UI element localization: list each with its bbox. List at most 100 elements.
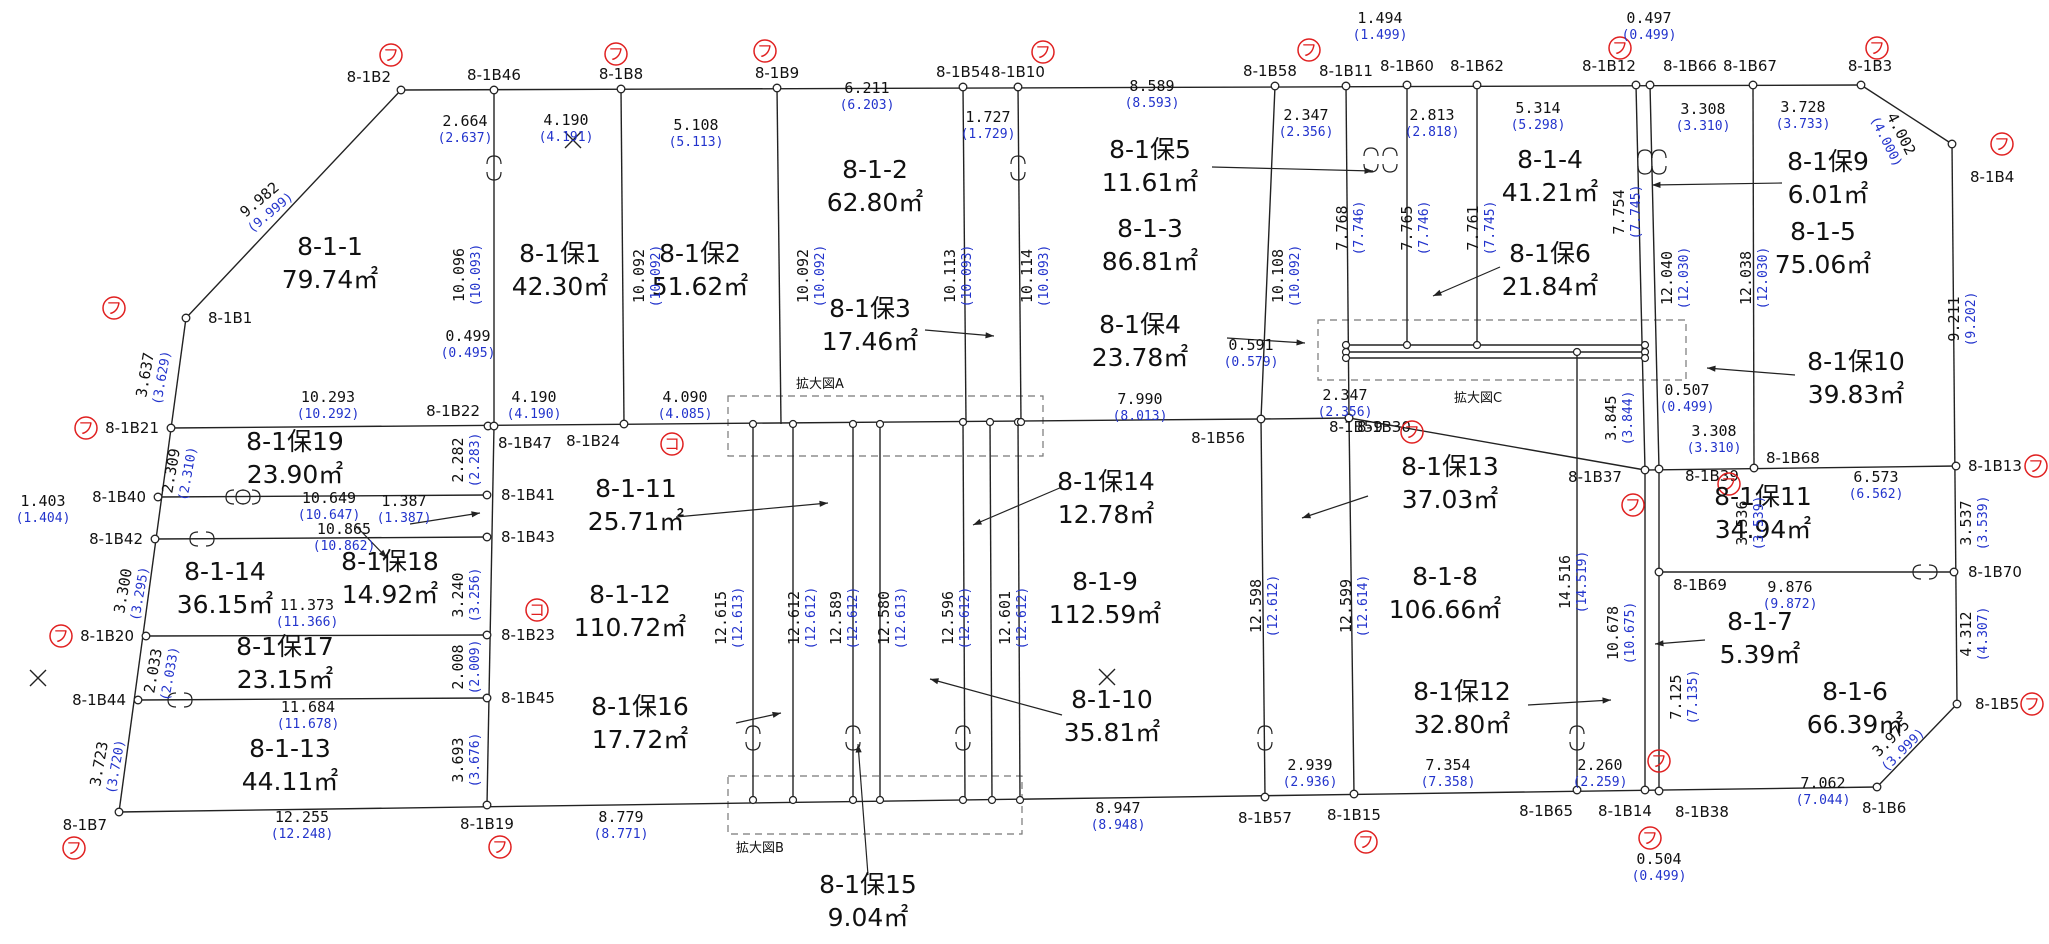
dimension-registered: (10.093) [1037, 245, 1052, 308]
survey-point [958, 795, 968, 805]
survey-point-b9 [772, 83, 782, 93]
parcel-area: 17.72㎡ [592, 725, 689, 754]
leader-line [857, 743, 869, 876]
boundary-line [1876, 703, 1958, 788]
point-label: 8-1B11 [1319, 62, 1373, 80]
boundary-line [1017, 421, 1021, 801]
dimension-measured: 7.768 [1333, 205, 1351, 250]
parcel-name: 8-1保17 [236, 632, 334, 661]
dimension-measured: 1.494 [1357, 9, 1402, 27]
point-label: 8-1B13 [1968, 457, 2022, 475]
point-label: 8-1B21 [105, 419, 159, 437]
arrow-head [1655, 640, 1664, 647]
dimension-registered: (2.936) [1283, 775, 1338, 790]
dimension-measured: 7.765 [1398, 205, 1416, 250]
survey-point [1015, 795, 1025, 805]
parcel-name: 8-1保12 [1413, 677, 1511, 706]
boundary-marker-symbol: フ [66, 839, 82, 858]
arrow-head [772, 711, 781, 718]
boundary-marker-symbol: フ [1651, 752, 1667, 771]
parcel-area: 23.78㎡ [1092, 343, 1189, 372]
dimension-measured: 9.211 [1945, 296, 1963, 341]
survey-point-b47 [489, 421, 499, 431]
dimension-registered: (4.085) [658, 407, 713, 422]
boundary-line [962, 86, 967, 423]
leader-arrows [355, 166, 1796, 876]
dimension-registered: (4.191) [539, 130, 594, 145]
point-label: 8-1B60 [1380, 57, 1434, 75]
survey-point-b30 [1344, 413, 1354, 423]
point-label: 8-1B59 [1329, 418, 1383, 436]
survey-point-b43 [482, 532, 492, 542]
boundary-line [185, 89, 402, 319]
point-label: 8-1B20 [80, 627, 134, 645]
dimension-label: 12.612(12.612) [785, 587, 819, 650]
boundary-marker-symbol: フ [757, 42, 773, 61]
parcel-name: 8-1保15 [819, 870, 917, 899]
dimension-label: 7.761(7.745) [1464, 201, 1498, 256]
dimension-measured: 7.354 [1425, 756, 1470, 774]
survey-point [848, 419, 858, 429]
dimension-label: 2.033(2.033) [140, 646, 182, 703]
parcel-name: 8-1-8 [1412, 562, 1478, 591]
boundary-line [989, 421, 993, 801]
arrow-head [471, 511, 480, 518]
dimension-registered: (11.366) [276, 615, 339, 630]
parcel-name: 8-1保11 [1714, 482, 1812, 511]
boundary-marker [660, 432, 684, 456]
parcel-area: 25.71㎡ [588, 507, 685, 536]
dimension-label: 3.308(3.310) [1676, 100, 1731, 134]
dimension-label: 2.347(2.356) [1279, 106, 1334, 140]
dimension-registered: (3.844) [1621, 391, 1636, 446]
survey-point-b10 [1013, 82, 1023, 92]
boundary-marker-symbol: フ [1721, 475, 1737, 494]
boundary-line [1260, 418, 1266, 798]
arrow-head [985, 332, 994, 339]
point-label: 8-1B37 [1568, 468, 1622, 486]
dimension-measured: 7.062 [1800, 774, 1845, 792]
dimension-label: 3.728(3.733) [1776, 98, 1831, 132]
dimension-registered: (0.499) [1660, 400, 1715, 415]
parcel-name: 8-1保6 [1509, 239, 1591, 268]
dimension-label: 8.947(8.948) [1091, 799, 1146, 833]
dimension-measured: 5.314 [1515, 99, 1560, 117]
parcel-area: 42.30㎡ [512, 272, 609, 301]
dimension-measured: 4.312 [1957, 611, 1975, 656]
boundary-marker [2020, 692, 2044, 716]
dimension-measured: 2.813 [1409, 106, 1454, 124]
boundary-line [154, 536, 488, 540]
cross-mark [564, 131, 582, 149]
dimension-label: 12.601(12.612) [996, 587, 1030, 650]
dimension-label: 11.684(11.678) [277, 698, 340, 732]
dimension-label: 2.347(2.356) [1318, 386, 1373, 420]
dimension-measured: 7.990 [1117, 390, 1162, 408]
dimension-measured: 2.008 [449, 644, 467, 689]
junction-symbol [1637, 149, 1653, 175]
survey-point [1341, 353, 1351, 363]
dimension-label: 12.598(12.612) [1247, 575, 1281, 638]
boundary-line [137, 697, 488, 701]
survey-point-b39 [1654, 464, 1664, 474]
dimension-registered: (8.771) [594, 827, 649, 842]
point-label: 8-1B23 [501, 626, 555, 644]
dimension-registered: (7.135) [1686, 670, 1701, 725]
dimension-registered: (12.612) [1015, 587, 1030, 650]
boundary-marker-symbol: フ [1642, 829, 1658, 848]
dimension-registered: (12.614) [1356, 575, 1371, 638]
parcel-area: 106.66㎡ [1389, 595, 1501, 624]
dimension-measured: 12.599 [1337, 579, 1355, 633]
survey-point-b67 [1748, 80, 1758, 90]
survey-point-b58 [1270, 81, 1280, 91]
dimension-measured: 8.947 [1095, 799, 1140, 817]
point-label: 8-1B62 [1450, 57, 1504, 75]
survey-point [875, 795, 885, 805]
dimension-registered: (3.310) [1676, 119, 1731, 134]
dimension-registered: (12.613) [894, 587, 909, 650]
dimension-label: 4.312(4.307) [1957, 607, 1991, 662]
boundary-marker [1400, 420, 1424, 444]
dimension-label: 12.255(12.248) [271, 808, 334, 842]
point-label: 8-1B19 [460, 815, 514, 833]
dimension-registered: (14.519) [1575, 551, 1590, 614]
survey-point-b37 [1640, 465, 1650, 475]
dimension-registered: (2.818) [1405, 125, 1460, 140]
